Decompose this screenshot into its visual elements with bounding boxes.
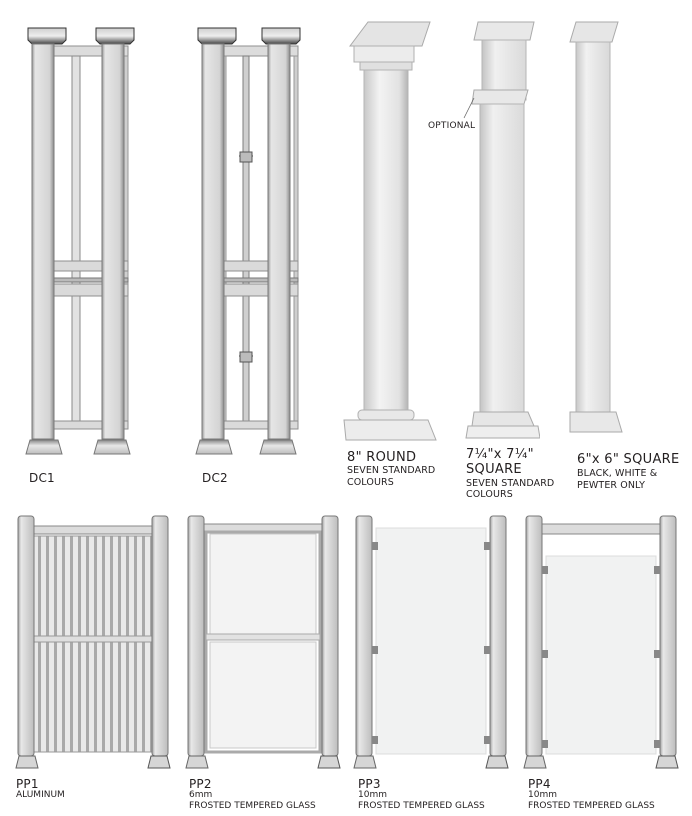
pp2-label: PP2 <box>189 777 212 791</box>
dc1-label: DC1 <box>29 471 55 485</box>
round-line2: COLOURS <box>347 477 394 488</box>
pp4-line1: 10mm <box>528 790 557 800</box>
square-7-column-image <box>463 21 540 439</box>
round-column-image <box>343 21 437 441</box>
pp2-line1: 6mm <box>189 790 213 800</box>
pp1-panel-image <box>15 515 171 769</box>
pp3-label: PP3 <box>358 777 381 791</box>
pp3-line2: FROSTED TEMPERED GLASS <box>358 801 485 811</box>
square-7-line1: SEVEN STANDARD <box>466 478 555 489</box>
square-6-title: 6"x 6" SQUARE <box>577 452 680 467</box>
square-7-column-illustration <box>460 18 540 448</box>
pp1-line1: ALUMINUM <box>16 790 65 800</box>
pp2-panel-image <box>185 515 341 769</box>
pp4-illustration <box>522 512 686 774</box>
optional-annotation: OPTIONAL <box>428 121 476 131</box>
square-6-column-image <box>569 21 623 433</box>
square-7-line2: COLOURS <box>466 489 513 500</box>
pp2-line2: FROSTED TEMPERED GLASS <box>189 801 316 811</box>
square-7-title-line2: SQUARE <box>466 462 522 477</box>
square-7-title-line1: 7¼"x 7¼" <box>466 447 534 462</box>
pp2-illustration <box>184 512 348 774</box>
pp3-panel-image <box>353 515 509 769</box>
pp1-illustration <box>14 512 178 774</box>
pp4-line2: FROSTED TEMPERED GLASS <box>528 801 655 811</box>
round-title: 8" ROUND <box>347 450 417 465</box>
dc1-illustration <box>14 16 164 466</box>
square-6-line2: PEWTER ONLY <box>577 480 646 491</box>
round-line1: SEVEN STANDARD <box>347 465 436 476</box>
dc2-column-image <box>195 27 301 455</box>
pp4-label: PP4 <box>528 777 551 791</box>
square-6-line1: BLACK, WHITE & <box>577 468 658 479</box>
pp1-label: PP1 <box>16 777 39 791</box>
pp3-line1: 10mm <box>358 790 387 800</box>
pp4-panel-image <box>523 515 679 769</box>
dc2-label: DC2 <box>202 471 228 485</box>
square-6-column-illustration <box>566 18 626 448</box>
dc2-illustration <box>186 16 336 466</box>
dc1-column-image <box>25 27 135 455</box>
pp3-illustration <box>352 512 516 774</box>
round-column-illustration <box>340 18 440 448</box>
